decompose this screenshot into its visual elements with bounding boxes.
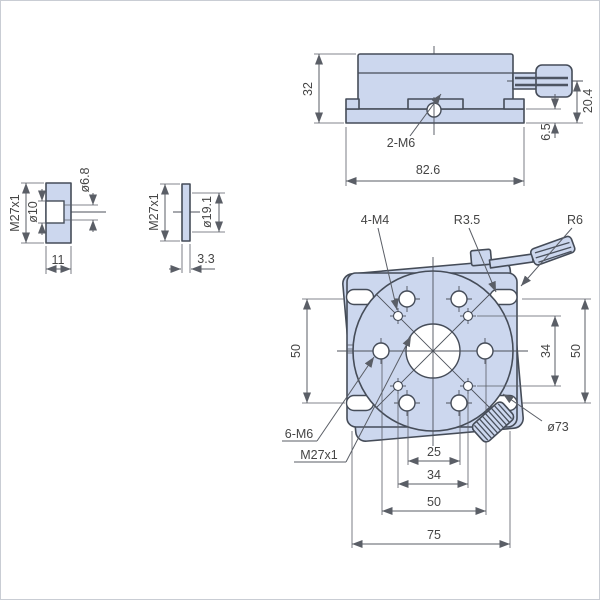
label-ring-thread: M27x1 [147,193,161,231]
label-2-m6: 2-M6 [387,136,416,150]
side-dimension-lines [314,53,583,186]
front-dimension-lines [302,298,591,548]
ring-body [181,183,191,242]
side-view: 32 20.4 6.5 82.6 2-M6 [301,46,595,186]
dim-11: 11 [52,253,65,267]
dim-right-34: 34 [539,344,553,358]
adapter-dimension-lines [21,182,97,274]
dim-3-3: 3.3 [197,252,214,266]
front-view: 4-M4 R3.5 R6 6-M6 M27x1 ø73 50 34 50 25 … [282,213,591,548]
leader-lines [282,227,573,463]
dim-bottom-34: 34 [427,468,441,482]
dim-bottom-25: 25 [427,445,441,459]
label-r6: R6 [567,213,583,227]
dim-dia-10: ø10 [26,201,40,223]
label-6-m6: 6-M6 [285,427,314,441]
dim-bottom-75: 75 [427,528,441,542]
dim-dia-6-8: ø6.8 [78,167,92,192]
ring-section-view: M27x1 ø19.1 3.3 [147,183,225,273]
m4-holes [390,308,476,394]
ring-dimension-lines [160,183,225,273]
label-adapter-thread: M27x1 [8,194,22,232]
dim-32: 32 [301,82,315,96]
label-4-m4: 4-M4 [361,213,390,227]
dim-bottom-50: 50 [427,495,441,509]
dim-right-50: 50 [569,344,583,358]
dim-6-5: 6.5 [539,123,553,140]
dim-dia-19-1: ø19.1 [200,196,214,228]
knurled-thumbscrew [471,401,515,443]
lock-lever [488,235,576,269]
dim-82-6: 82.6 [416,163,440,177]
dim-20-4: 20.4 [581,89,595,113]
label-m27x1: M27x1 [300,448,338,462]
side-knob [507,64,583,98]
label-r3-5: R3.5 [454,213,480,227]
adapter-section-view: ø6.8 ø10 M27x1 11 [8,167,106,274]
label-dia-73: ø73 [547,420,569,434]
adapter-counterbore [45,200,65,224]
dim-left-50: 50 [289,344,303,358]
